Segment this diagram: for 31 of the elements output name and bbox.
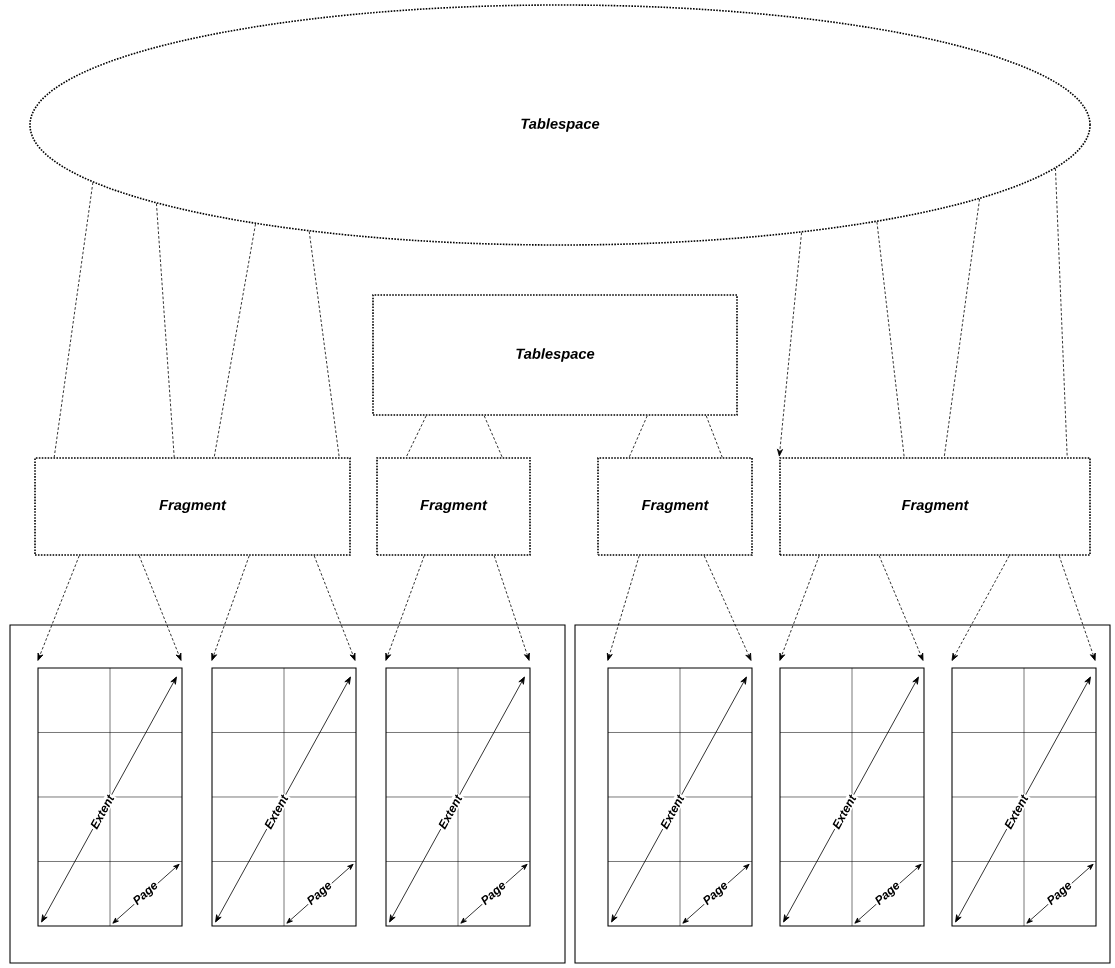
connector [405,415,427,458]
process-box: Fragment [779,457,1091,556]
connector [313,555,356,661]
container-box [9,624,566,964]
connector [308,231,340,458]
connector [211,555,250,661]
process-box: Fragment [34,457,351,556]
connector [138,555,182,661]
connector [1055,167,1068,458]
connector [703,555,752,661]
connector [493,555,530,661]
connector [53,181,94,458]
connector [156,203,175,458]
connector [483,415,503,458]
connector [1058,555,1096,661]
connector [943,198,980,458]
process-box: Tablespace [372,294,738,416]
process-box: Fragment [376,457,531,556]
connector [37,555,80,661]
connector [876,221,905,458]
connector [628,415,648,458]
connector [385,555,425,661]
container-box [574,624,1111,964]
process-box: Fragment [597,457,753,556]
connector [779,555,820,661]
connector [951,555,1010,661]
connector [606,555,640,661]
connector [878,555,924,661]
connector [777,232,802,457]
connector [705,415,723,458]
connector [213,223,256,458]
